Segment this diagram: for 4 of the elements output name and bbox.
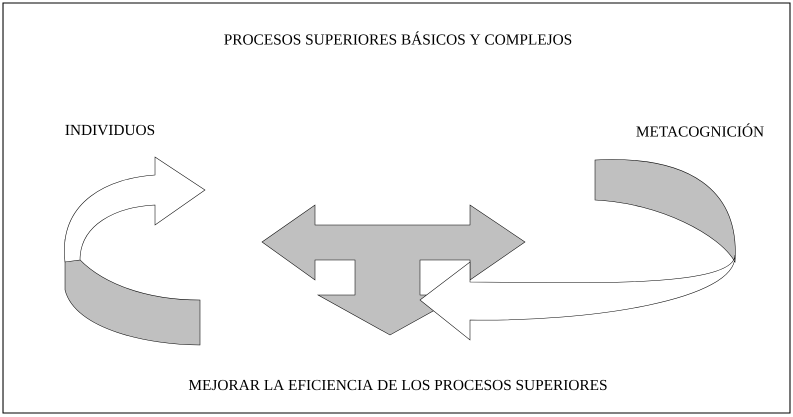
label: METACOGNICIÓN [636, 123, 764, 137]
label: MEJORAR LA EFICIENCIA DE LOS PROCESOS SUPERIORES [188, 380, 607, 390]
title: PROCESOS SUPERIORES BÁSICOS Y COMPLEJOS [224, 31, 572, 45]
label: INDIVIDUOS [65, 124, 154, 136]
